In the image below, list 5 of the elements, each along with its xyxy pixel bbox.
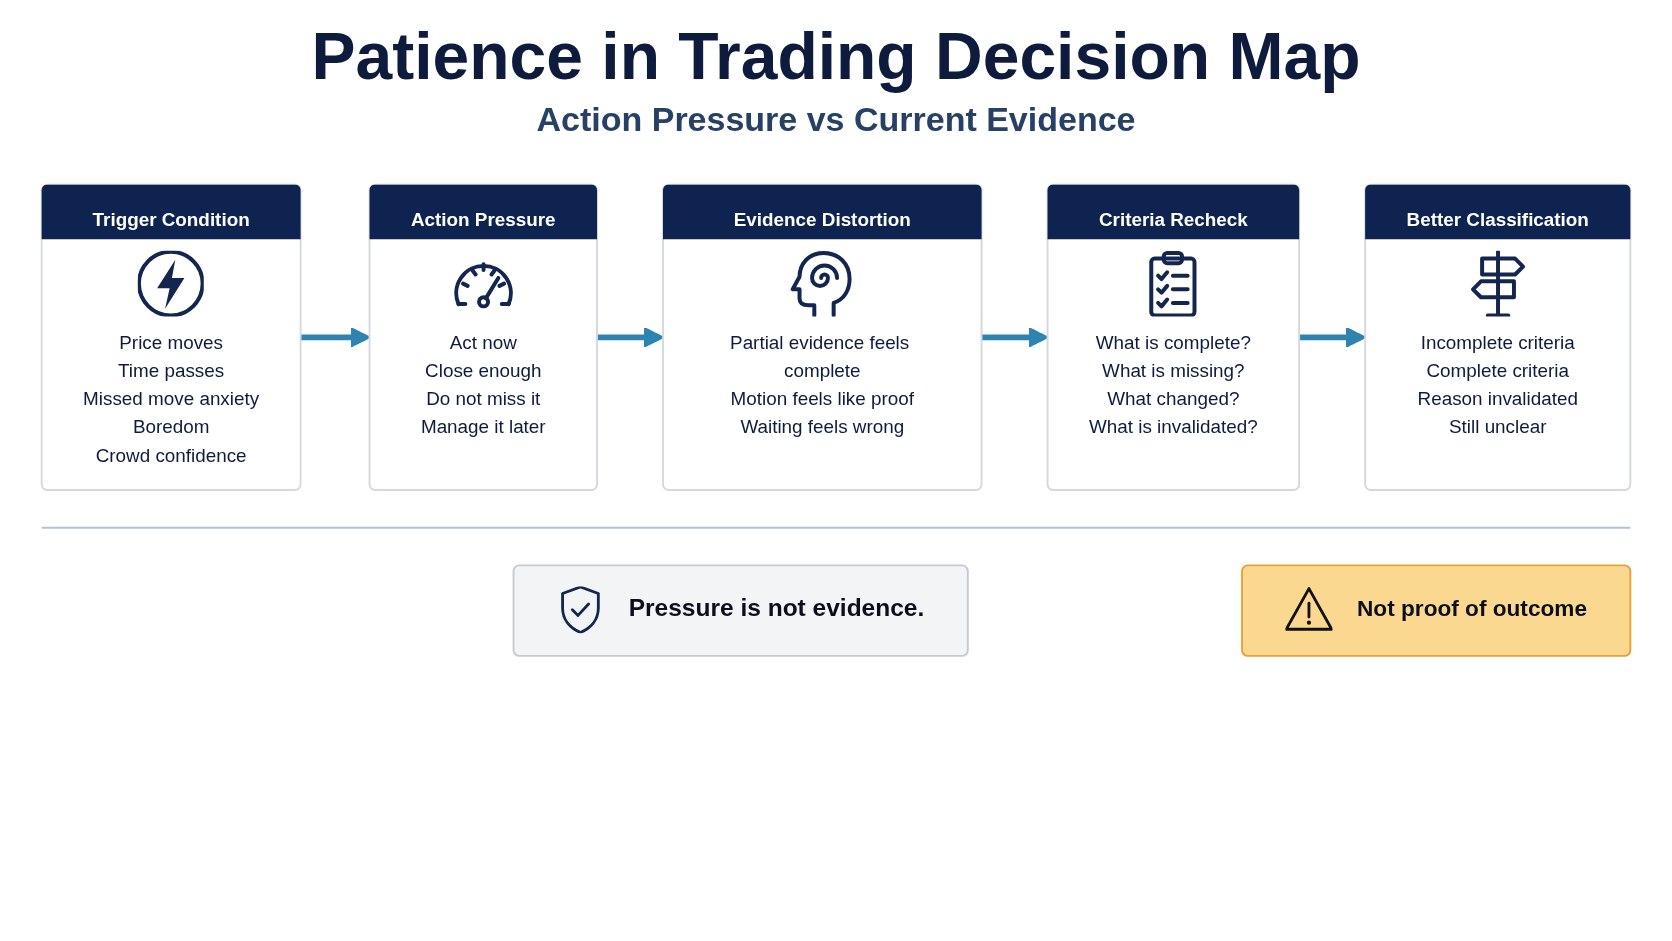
arrow	[597, 326, 664, 348]
title: Patience in Trading Decision Map	[311, 18, 1361, 94]
node-box: Pressure is not evidence.	[512, 564, 969, 657]
subtitle-text: Action Pressure vs Current Evidence	[536, 100, 1136, 139]
node-box: Not proof of outcome	[1241, 564, 1632, 657]
